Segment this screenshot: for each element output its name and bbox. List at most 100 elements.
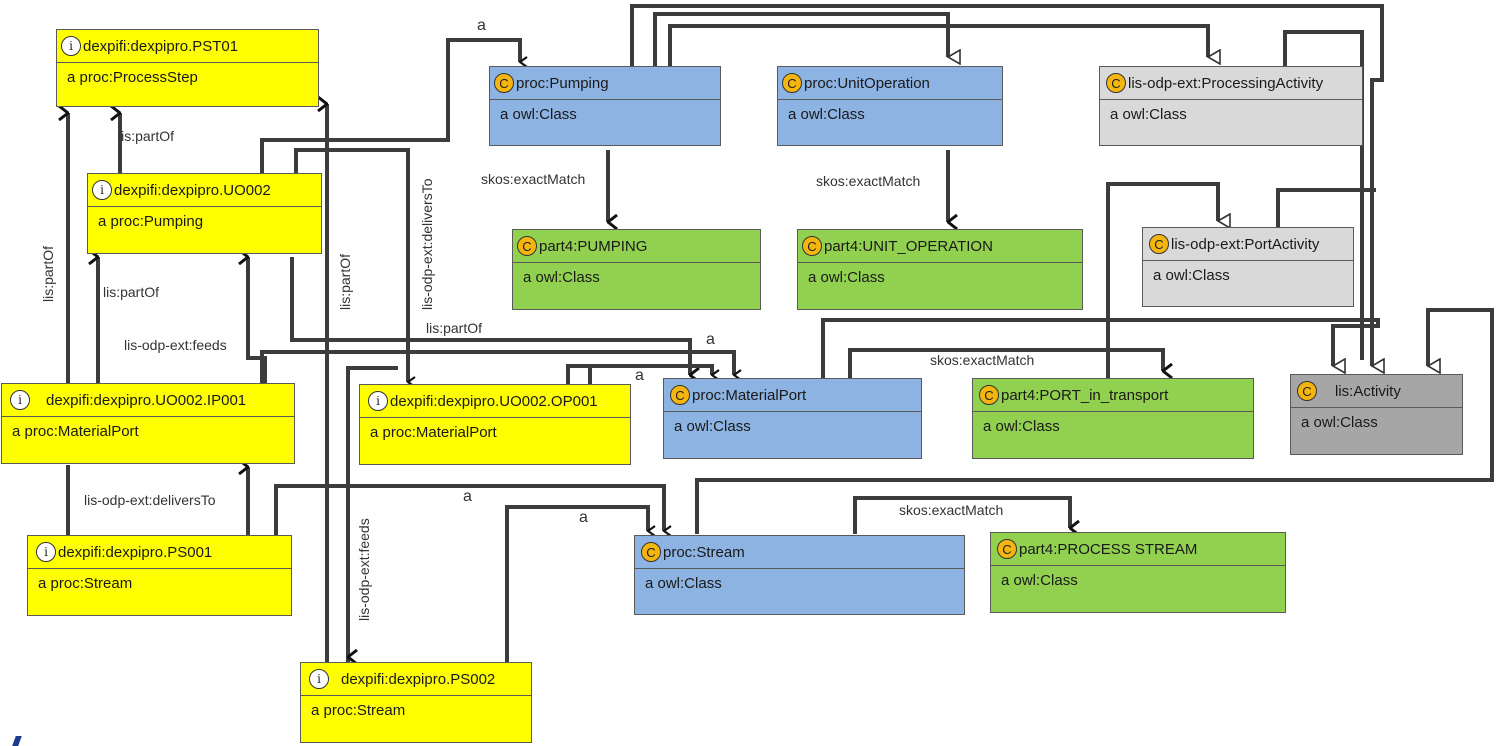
class-icon: C	[1106, 73, 1126, 93]
edge-label-feeds: lis-odp-ext:feeds	[356, 518, 372, 621]
edge-label-feeds: lis-odp-ext:feeds	[124, 337, 227, 353]
node-title: proc:UnitOperation	[804, 74, 930, 92]
node-title: part4:PORT_in_transport	[1001, 386, 1169, 404]
class-icon: C	[802, 236, 822, 256]
edge-label-partof: lis:partOf	[118, 128, 175, 144]
node-type: a owl:Class	[788, 106, 865, 123]
node-title: dexpifi:dexpipro.UO002	[114, 181, 271, 199]
edge-portact-activity	[1276, 188, 1376, 228]
node-title: dexpifi:dexpipro.PS001	[58, 543, 213, 561]
class-icon: C	[1297, 381, 1317, 401]
node-type: a proc:Pumping	[98, 213, 204, 230]
node-type: a owl:Class	[1110, 106, 1187, 123]
node-type: a owl:Class	[645, 575, 722, 592]
edge-label-partof: lis:partOf	[337, 253, 353, 310]
node-type: a owl:Class	[1001, 572, 1078, 589]
class-icon: C	[641, 542, 661, 562]
edge-label-a: a	[706, 331, 715, 348]
node-type: a owl:Class	[983, 418, 1060, 435]
node-title: proc:Stream	[663, 543, 745, 561]
node-title: part4:UNIT_OPERATION	[824, 237, 993, 255]
node-type: a owl:Class	[523, 269, 600, 286]
node-title: lis:Activity	[1335, 382, 1401, 400]
node-title: dexpifi:dexpipro.PS002	[341, 670, 496, 688]
edge-pumping-top	[630, 4, 1382, 366]
edge-partof-op-uo	[290, 257, 690, 375]
node-title: part4:PUMPING	[539, 237, 648, 255]
edge-label-partof: lis:partOf	[40, 245, 56, 302]
node-type: a proc:ProcessStep	[67, 69, 198, 86]
node-type: a owl:Class	[1153, 267, 1230, 284]
individual-icon: i	[10, 390, 30, 410]
edge-label-a: a	[463, 488, 472, 505]
edge-label-partof: lis:partOf	[103, 284, 160, 300]
node-title: proc:Pumping	[516, 74, 609, 92]
individual-icon: i	[92, 180, 112, 200]
edge-matport-activity	[821, 318, 1380, 380]
edge-delivers-uo-op	[294, 148, 408, 382]
edge-unitop-procact	[668, 24, 1208, 66]
node-ip001[interactable]: i dexpifi:dexpipro.UO002.IP001 a proc:Mat…	[1, 383, 295, 464]
edge-label-a: a	[635, 367, 644, 384]
edge-a-op-matport	[566, 364, 712, 384]
class-icon: C	[517, 236, 537, 256]
edge-label-a: a	[477, 17, 486, 34]
node-title: proc:MaterialPort	[692, 386, 807, 404]
node-type: a proc:MaterialPort	[12, 423, 139, 440]
edge-stream-activity	[695, 308, 1494, 534]
individual-icon: i	[36, 542, 56, 562]
edge-label-skos: skos:exactMatch	[930, 352, 1035, 368]
node-type: a owl:Class	[808, 269, 885, 286]
edge-pumping-unitop	[653, 12, 948, 66]
class-icon: C	[782, 73, 802, 93]
edge-label-a: a	[579, 509, 588, 526]
edge-label-skos: skos:exactMatch	[481, 171, 586, 187]
node-title: dexpifi:dexpipro.UO002.OP001	[390, 392, 598, 410]
edge-procact-activity	[1283, 30, 1364, 360]
node-type: a owl:Class	[500, 106, 577, 123]
node-title: part4:PROCESS STREAM	[1019, 540, 1198, 558]
node-title: lis-odp-ext:PortActivity	[1171, 235, 1320, 253]
edge-label-partof: lis:partOf	[426, 320, 483, 336]
edge-label-skos: skos:exactMatch	[899, 502, 1004, 518]
edge-a-ps002-stream	[505, 505, 648, 663]
node-title: dexpifi:dexpipro.UO002.IP001	[46, 391, 247, 409]
edge-skos-port	[848, 348, 1163, 378]
edge-matport-portact	[1106, 182, 1218, 380]
node-type: a proc:Stream	[38, 575, 133, 592]
node-type: a owl:Class	[1301, 414, 1378, 431]
edge-a-ip-matport	[260, 350, 734, 384]
class-icon: C	[494, 73, 514, 93]
individual-icon: i	[368, 391, 388, 411]
edge-a-ps001-stream	[274, 484, 664, 536]
node-title: lis-odp-ext:ProcessingActivity	[1128, 74, 1324, 92]
edge-label-delivers: lis-odp-ext:deliversTo	[84, 492, 216, 508]
node-type: a proc:MaterialPort	[370, 424, 497, 441]
class-icon: C	[1149, 234, 1169, 254]
edge-a-uo-pumping	[260, 38, 520, 174]
node-type: a proc:Stream	[311, 702, 406, 719]
edge-skos-stream	[853, 496, 1070, 534]
edge-label-delivers: lis-odp-ext:deliversTo	[419, 178, 435, 311]
edge-label-skos: skos:exactMatch	[816, 173, 921, 189]
node-type: a owl:Class	[674, 418, 751, 435]
node-title: dexpifi:dexpipro.PST01	[83, 37, 239, 55]
class-icon: C	[979, 385, 999, 405]
edge-feeds-ip-uo	[248, 257, 267, 384]
